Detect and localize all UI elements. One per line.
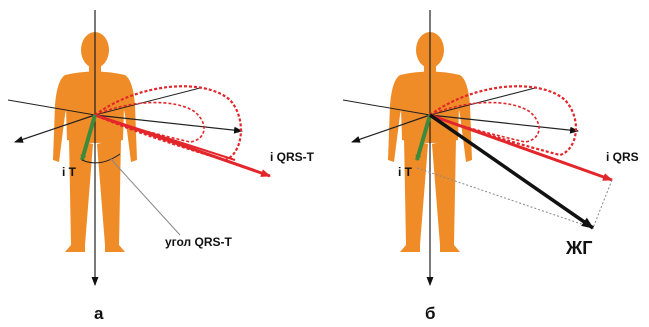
panel-a: i T i QRS-T угол QRS-T а (8, 10, 315, 323)
label-angle-a: угол QRS-T (165, 235, 233, 249)
dashed-line-2-b (593, 180, 612, 228)
panel-label-b: б (425, 304, 436, 323)
label-iT-a: i T (62, 165, 77, 179)
label-iT-b: i T (398, 165, 413, 179)
label-iQRST-a: i QRS-T (270, 150, 315, 164)
label-iQRS-b: i QRS (606, 150, 639, 164)
angle-leader-a (110, 158, 180, 235)
panel-label-a: а (94, 304, 104, 323)
panel-b: i T i QRS ЖГ б (343, 10, 639, 323)
label-zhg-b: ЖГ (565, 238, 592, 258)
